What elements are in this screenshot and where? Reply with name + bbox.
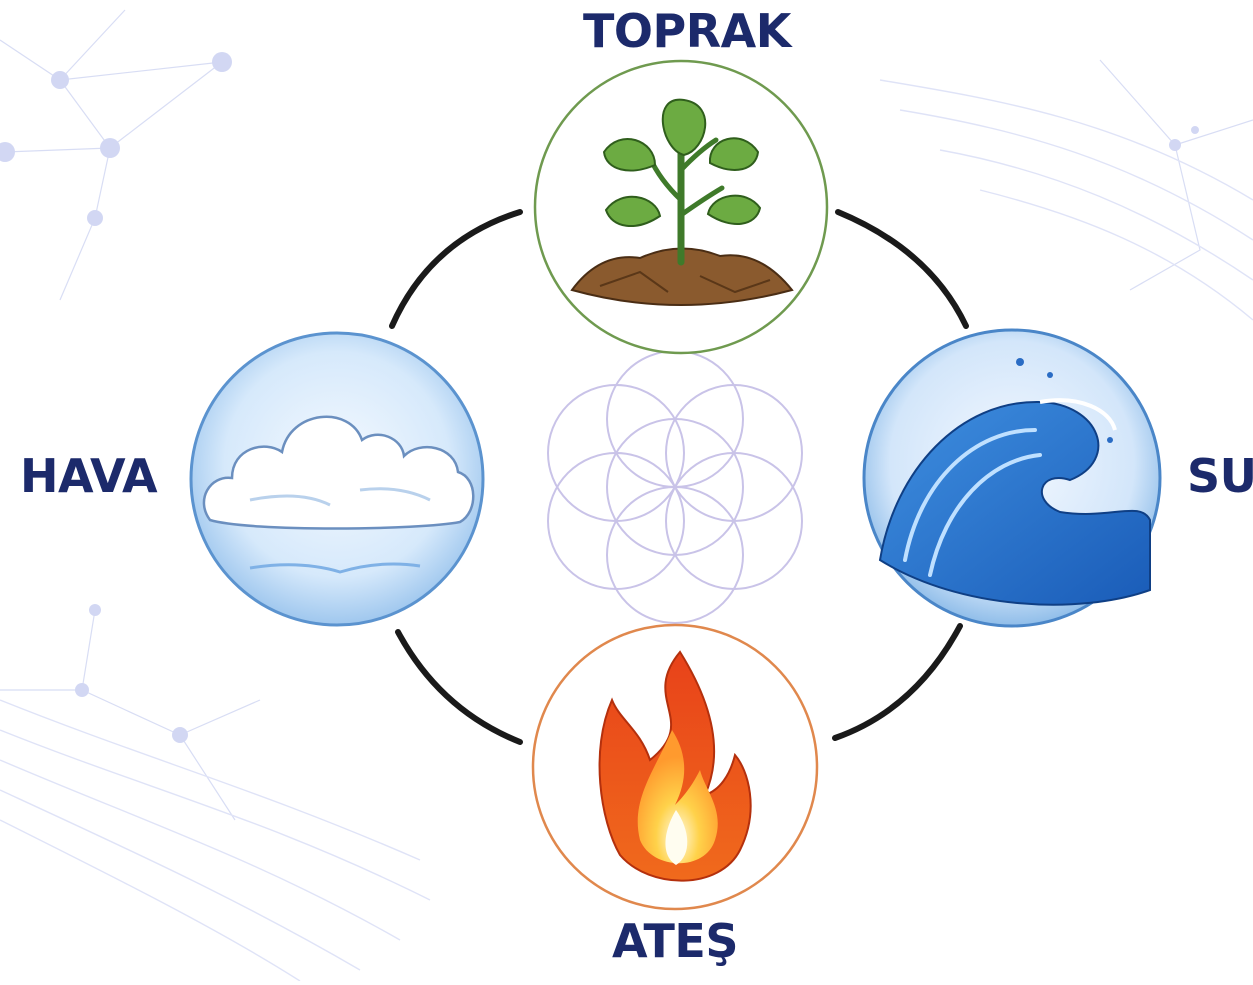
earth-element xyxy=(533,59,829,355)
sprout-in-soil-icon xyxy=(570,98,794,306)
label-air: HAVA xyxy=(20,449,158,503)
connector-arcs xyxy=(389,209,969,745)
wave-icon xyxy=(878,358,1151,606)
label-water: SU xyxy=(1187,449,1253,503)
cloud-icon xyxy=(202,415,475,574)
flower-of-life-icon xyxy=(547,350,803,624)
label-earth: TOPRAK xyxy=(583,4,791,58)
flame-icon xyxy=(598,650,752,882)
connector-air-fire xyxy=(395,629,523,745)
label-fire: ATEŞ xyxy=(612,914,738,968)
water-element xyxy=(862,328,1162,628)
connector-earth-air xyxy=(389,209,523,329)
connector-water-fire xyxy=(832,623,963,741)
air-element xyxy=(189,331,485,627)
background-ornament xyxy=(0,9,1253,982)
fire-element xyxy=(531,623,819,911)
connector-earth-water xyxy=(835,209,969,329)
